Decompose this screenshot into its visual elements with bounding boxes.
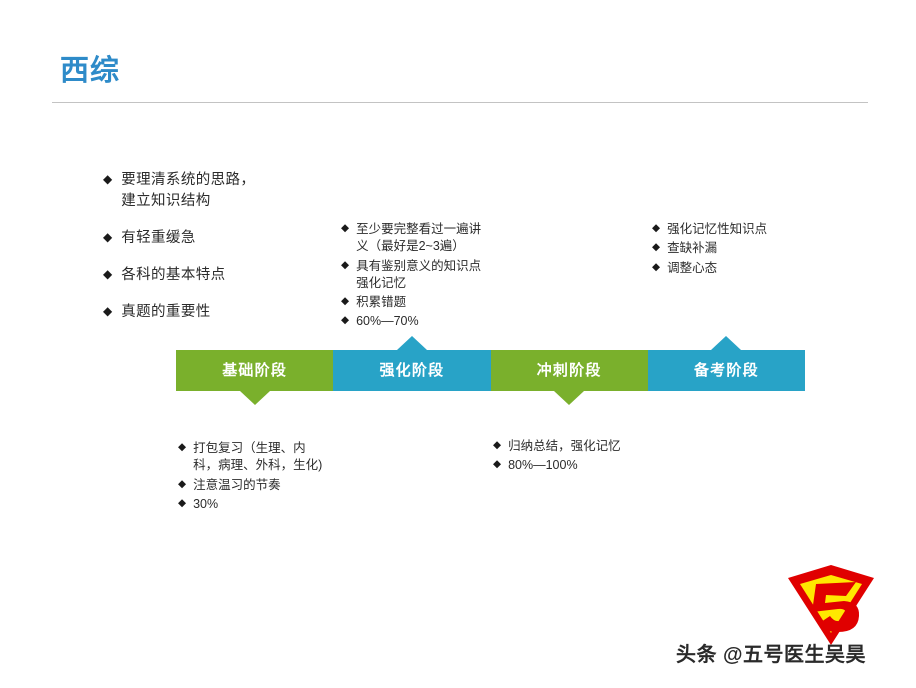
list-item: ◆ 查缺补漏: [652, 240, 832, 257]
diamond-bullet-icon: ◆: [178, 441, 187, 453]
watermark-text: 头条 @五号医生吴昊: [676, 644, 867, 666]
down-arrow-icon: [554, 391, 585, 405]
list-item: ◆ 具有鉴别意义的知识点强化记忆: [341, 258, 493, 293]
list-item-label: 有轻重缓急: [121, 230, 196, 247]
bullet-list-bottom-middle: ◆ 归纳总结，强化记忆 ◆ 80%—100%: [493, 438, 645, 477]
timeline-segment-label: 冲刺阶段: [536, 362, 602, 379]
list-item-label: 30%: [193, 496, 219, 511]
diamond-bullet-icon: ◆: [103, 172, 113, 186]
list-item-label: 要理清系统的思路，建立知识结构: [121, 172, 256, 210]
list-item: ◆ 调整心态: [652, 260, 832, 277]
page-title: 西综: [60, 55, 121, 87]
diamond-bullet-icon: ◆: [103, 230, 113, 245]
diamond-bullet-icon: ◆: [103, 304, 113, 319]
list-item-label: 强化记忆性知识点: [667, 222, 768, 236]
timeline-segment-label: 强化阶段: [379, 362, 445, 379]
timeline-segment-label: 备考阶段: [693, 362, 759, 379]
list-item: ◆ 要理清系统的思路，建立知识结构: [103, 170, 261, 212]
stage-timeline: 基础阶段 强化阶段 冲刺阶段 备考阶段: [176, 336, 805, 405]
diamond-bullet-icon: ◆: [652, 260, 661, 273]
list-item-label: 积累错题: [356, 295, 407, 309]
list-item: ◆ 30%: [178, 496, 330, 513]
list-item: ◆ 60%—70%: [341, 313, 493, 330]
list-item: ◆ 强化记忆性知识点: [652, 221, 832, 238]
list-item-label: 60%—70%: [356, 314, 419, 329]
list-item-label: 打包复习（生理、内科，病理、外科，生化): [193, 441, 323, 473]
list-item: ◆ 归纳总结，强化记忆: [493, 438, 645, 455]
list-item-label: 至少要完整看过一遍讲义（最好是2~3遍）: [356, 222, 482, 254]
list-item: ◆ 注意温习的节奏: [178, 477, 330, 494]
diamond-bullet-icon: ◆: [493, 439, 502, 451]
list-item-label: 真题的重要性: [121, 304, 211, 321]
list-item: ◆ 打包复习（生理、内科，病理、外科，生化): [178, 440, 330, 475]
list-item: ◆ 80%—100%: [493, 457, 645, 474]
timeline-segment-sprint[interactable]: 冲刺阶段: [490, 350, 648, 405]
list-item-label: 调整心态: [667, 260, 718, 275]
list-item: ◆ 真题的重要性: [103, 302, 261, 323]
down-arrow-icon: [239, 391, 270, 405]
list-item: ◆ 各科的基本特点: [103, 265, 261, 286]
diamond-bullet-icon: ◆: [341, 258, 350, 271]
list-item-label: 归纳总结，强化记忆: [508, 439, 621, 453]
bullet-list-bottom-left: ◆ 打包复习（生理、内科，病理、外科，生化) ◆ 注意温习的节奏 ◆ 30%: [178, 440, 330, 515]
up-arrow-icon: [711, 336, 742, 350]
bullet-list-top-middle: ◆ 至少要完整看过一遍讲义（最好是2~3遍） ◆ 具有鉴别意义的知识点强化记忆 …: [341, 221, 493, 333]
list-item-label: 注意温习的节奏: [193, 477, 281, 492]
bullet-list-top-left: ◆ 要理清系统的思路，建立知识结构 ◆ 有轻重缓急 ◆ 各科的基本特点 ◆ 真题…: [103, 170, 261, 339]
timeline-segment-intensive[interactable]: 强化阶段: [333, 336, 491, 391]
list-item-label: 各科的基本特点: [121, 267, 226, 284]
diamond-bullet-icon: ◆: [178, 496, 187, 509]
title-divider: [52, 102, 868, 103]
list-item-label: 查缺补漏: [667, 241, 718, 256]
diamond-bullet-icon: ◆: [652, 222, 661, 234]
timeline-segment-label: 基础阶段: [222, 362, 288, 379]
list-item: ◆ 有轻重缓急: [103, 228, 261, 249]
timeline-segment-basic[interactable]: 基础阶段: [176, 350, 334, 405]
diamond-bullet-icon: ◆: [341, 222, 350, 234]
list-item-label: 80%—100%: [508, 458, 578, 473]
list-item-label: 具有鉴别意义的知识点强化记忆: [356, 258, 482, 290]
timeline-segment-exam-prep[interactable]: 备考阶段: [647, 336, 805, 391]
diamond-bullet-icon: ◆: [341, 314, 350, 327]
superman-shield-logo: [786, 562, 876, 648]
diamond-bullet-icon: ◆: [341, 295, 350, 307]
diamond-bullet-icon: ◆: [493, 458, 502, 471]
list-item: ◆ 积累错题: [341, 294, 493, 311]
list-item: ◆ 至少要完整看过一遍讲义（最好是2~3遍）: [341, 221, 493, 256]
diamond-bullet-icon: ◆: [103, 267, 113, 282]
up-arrow-icon: [396, 336, 427, 350]
bullet-list-top-right: ◆ 强化记忆性知识点 ◆ 查缺补漏 ◆ 调整心态: [652, 221, 832, 279]
diamond-bullet-icon: ◆: [652, 241, 661, 254]
diamond-bullet-icon: ◆: [178, 477, 187, 490]
